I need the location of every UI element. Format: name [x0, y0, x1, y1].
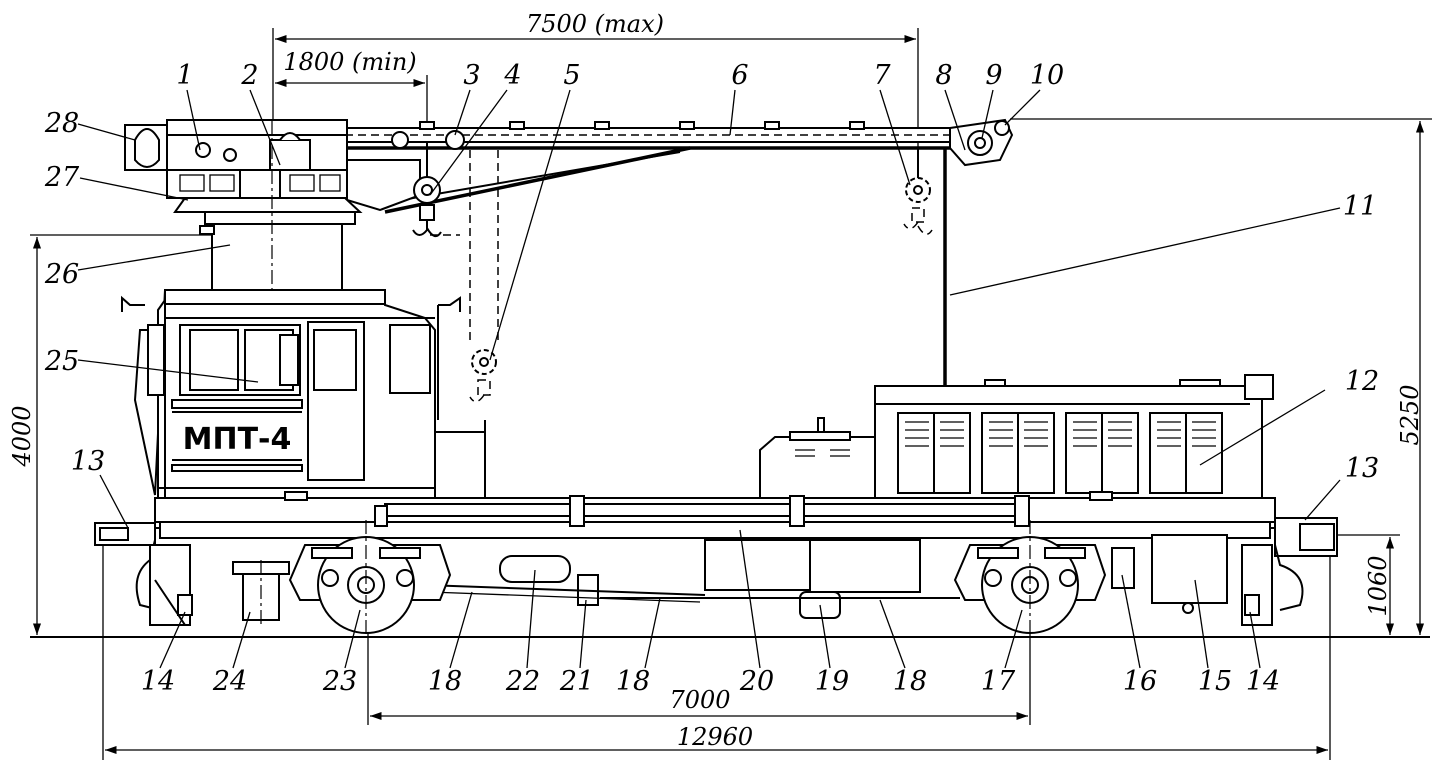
- callout-13-front: 13: [71, 446, 105, 477]
- callout-3: 3: [463, 60, 480, 91]
- callout-18-mid: 18: [616, 666, 650, 697]
- loco-plate: МПТ-4: [183, 422, 292, 457]
- callout-15: 15: [1198, 666, 1232, 697]
- callout-2: 2: [240, 60, 258, 91]
- callout-17: 17: [981, 666, 1016, 697]
- operator-cab: [121, 289, 486, 499]
- callout-20: 20: [739, 666, 774, 697]
- callout-1: 1: [176, 60, 193, 91]
- front-bogie: [288, 520, 452, 637]
- dim-bogie-base: 7000: [669, 686, 730, 714]
- dim-boom-min: 1800 (min): [283, 48, 416, 76]
- callout-19: 19: [815, 666, 849, 697]
- callout-26: 26: [44, 259, 79, 290]
- callout-24: 24: [212, 666, 247, 697]
- dim-boom-max: 7500 (max): [526, 10, 664, 38]
- callout-21: 21: [559, 666, 594, 697]
- dimension-lines: [30, 28, 1432, 760]
- rear-bogie: [953, 520, 1135, 637]
- callout-18-right: 18: [893, 666, 927, 697]
- engine-hood: [759, 374, 1274, 499]
- front-jack: [232, 560, 290, 625]
- crane-house: [124, 119, 421, 213]
- callout-16: 16: [1123, 666, 1157, 697]
- callout-25: 25: [44, 346, 79, 377]
- front-coupler: [94, 522, 193, 626]
- dim-cab-height: 4000: [8, 405, 36, 467]
- dim-coupler-height: 1060: [1364, 555, 1392, 616]
- callout-28: 28: [44, 108, 79, 139]
- boom: [337, 118, 1014, 214]
- dim-total-height: 5250: [1396, 384, 1424, 445]
- callout-7: 7: [873, 60, 891, 91]
- callout-18-left: 18: [428, 666, 462, 697]
- callout-27: 27: [44, 162, 80, 193]
- callout-14-front: 14: [141, 666, 175, 697]
- callout-9: 9: [985, 60, 1002, 91]
- callout-11: 11: [1343, 191, 1377, 222]
- callout-14-rear: 14: [1246, 666, 1280, 697]
- slewing-column: [199, 120, 356, 310]
- callout-12: 12: [1345, 366, 1379, 397]
- callout-6: 6: [731, 60, 748, 91]
- rear-coupler: [1241, 517, 1338, 626]
- callout-4: 4: [503, 60, 521, 91]
- callout-10: 10: [1030, 60, 1064, 91]
- hook-min: [391, 130, 465, 238]
- leader-lines: [77, 89, 1341, 669]
- callout-8: 8: [935, 60, 952, 91]
- callout-5: 5: [563, 60, 580, 91]
- callout-22: 22: [505, 666, 540, 697]
- callout-23: 23: [322, 666, 357, 697]
- hook-max: [903, 148, 933, 235]
- callout-13-rear: 13: [1345, 453, 1379, 484]
- dim-total-length: 12960: [677, 723, 753, 751]
- hook-mid: [469, 150, 499, 403]
